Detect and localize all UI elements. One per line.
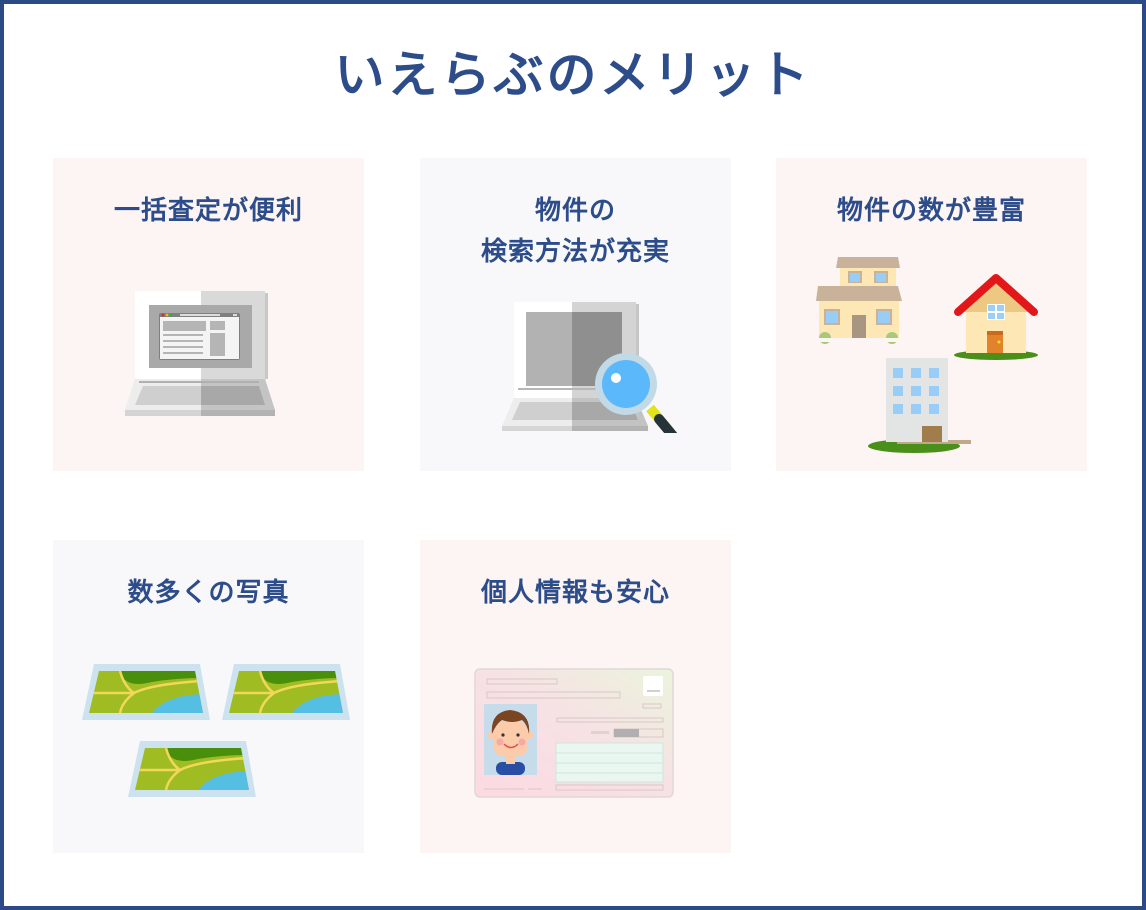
two-story-house-icon bbox=[816, 257, 907, 344]
page-title: いえらぶのメリット bbox=[334, 46, 812, 104]
card-title: 個人情報も安心 bbox=[480, 578, 670, 608]
card-title: 一括査定が便利 bbox=[113, 196, 303, 226]
apartment-building-icon bbox=[868, 358, 971, 453]
card-title-line1: 物件の bbox=[534, 196, 616, 226]
card-title: 物件の数が豊富 bbox=[836, 196, 1026, 226]
laptop-browser-icon bbox=[125, 291, 275, 416]
card-title: 数多くの写真 bbox=[127, 578, 290, 608]
houses-and-building-icon bbox=[816, 257, 1038, 453]
id-card-icon bbox=[474, 668, 674, 798]
card-bulk-appraisal: 一括査定が便利 bbox=[53, 158, 364, 471]
photos-icon bbox=[78, 660, 353, 810]
card-privacy-safe: 個人情報も安心 bbox=[420, 540, 731, 853]
card-title-line2: 検索方法が充実 bbox=[480, 237, 670, 267]
red-roof-house-icon bbox=[954, 274, 1038, 360]
card-search-methods: 物件の 検索方法が充実 bbox=[420, 158, 731, 471]
card-many-photos: 数多くの写真 bbox=[53, 540, 364, 853]
laptop-magnifier-icon bbox=[502, 302, 678, 433]
card-many-properties: 物件の数が豊富 bbox=[776, 158, 1087, 471]
